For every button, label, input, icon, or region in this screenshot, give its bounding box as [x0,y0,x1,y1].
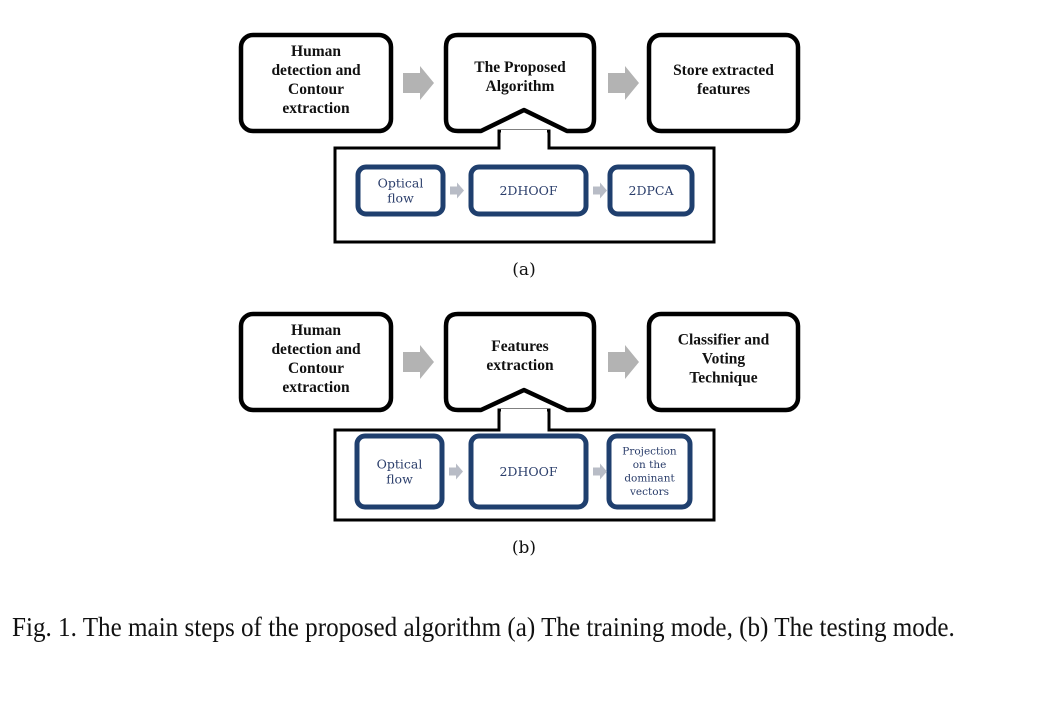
main-step-label: extraction [282,100,350,117]
flow-arrow-icon [608,345,639,379]
panel-label: (a) [512,260,535,280]
sub-step-label: on the [633,459,667,471]
main-step-label: extraction [282,379,350,396]
sub-step-label: flow [386,472,413,487]
sub-step-label: vectors [629,486,669,498]
sub-flow-arrow-icon [449,463,463,480]
panel-label: (b) [512,538,536,558]
main-step-label: Contour [288,360,344,377]
main-step-label: extraction [486,357,554,374]
sub-step-label: 2DHOOF [499,183,557,198]
sub-step-label: 2DHOOF [499,464,557,479]
sub-step-box: 2DHOOF [468,433,589,510]
figure-caption: Fig. 1. The main steps of the proposed a… [12,612,955,642]
main-step-label: The Proposed [474,59,566,76]
main-step-box: Features extraction [443,311,597,413]
sub-step-label: Optical [377,457,423,472]
sub-step-box: 2DPCA [607,164,695,217]
flow-arrow-icon [608,66,639,100]
main-step-label: Store extracted [673,62,774,79]
sub-step-box: 2DHOOF [468,164,589,217]
sub-step-label: 2DPCA [629,183,675,198]
main-step-label: Classifier and [678,332,770,349]
main-step-label: Voting [702,351,746,368]
sub-flow-arrow-icon [450,182,464,199]
main-step-label: Algorithm [486,78,555,95]
main-step-label: Human [291,43,341,60]
sub-step-label: Projection [622,445,677,457]
main-step-label: Features [491,338,548,355]
sub-flow-arrow-icon [593,463,607,480]
main-step-label: Technique [689,370,757,387]
main-step-box: Store extracted features [646,32,801,134]
sub-step-label: dominant [624,472,675,484]
main-step-label: Contour [288,81,344,98]
main-step-label: features [697,81,750,98]
main-step-label: detection and [271,62,361,79]
sub-step-label: Optical [378,176,424,191]
sub-flow-arrow-icon [593,182,607,199]
main-step-label: detection and [271,341,361,358]
flow-arrow-icon [403,66,434,100]
flow-arrow-icon [403,345,434,379]
sub-step-label: flow [387,191,414,206]
main-step-label: Human [291,322,341,339]
